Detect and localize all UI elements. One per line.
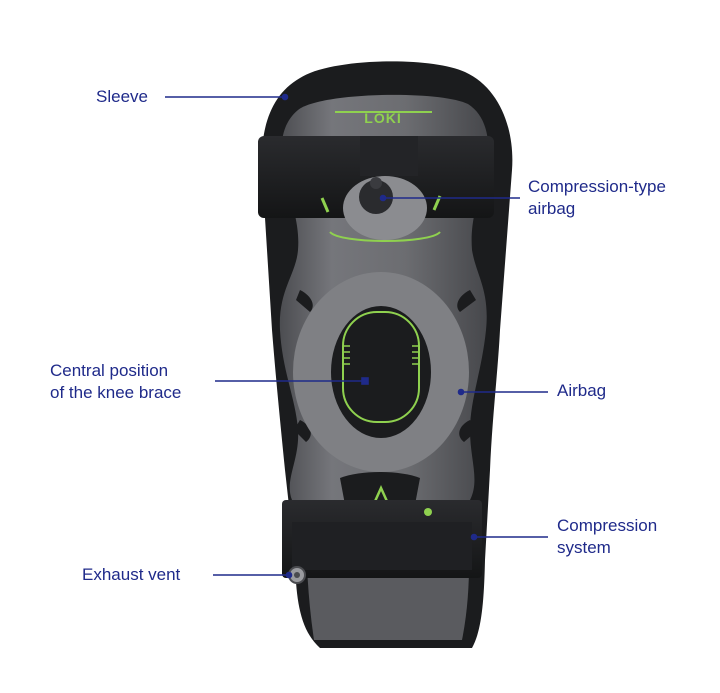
valve-knob [359, 180, 393, 214]
brand-logo: LOKI [364, 110, 401, 126]
label-compression-airbag-line2: airbag [528, 199, 576, 218]
label-central-position: Central position of the knee brace [50, 360, 181, 404]
label-compression-system: Compression system [557, 515, 657, 559]
label-sleeve: Sleeve [96, 86, 148, 108]
upper-strap-tab [360, 136, 418, 176]
label-compression-system-line1: Compression [557, 516, 658, 535]
label-compression-airbag-line1: Compression-type [528, 177, 666, 196]
label-airbag: Airbag [557, 380, 606, 402]
label-central-position-line2: of the knee brace [50, 383, 182, 402]
label-exhaust-vent-text: Exhaust vent [82, 565, 181, 584]
label-compression-airbag: Compression-type airbag [528, 176, 666, 220]
label-central-position-line1: Central position [50, 361, 169, 380]
label-exhaust-vent: Exhaust vent [82, 564, 180, 586]
central-pad [342, 311, 420, 423]
label-compression-system-line2: system [557, 538, 611, 557]
label-sleeve-text: Sleeve [96, 87, 148, 106]
label-airbag-text: Airbag [557, 381, 607, 400]
